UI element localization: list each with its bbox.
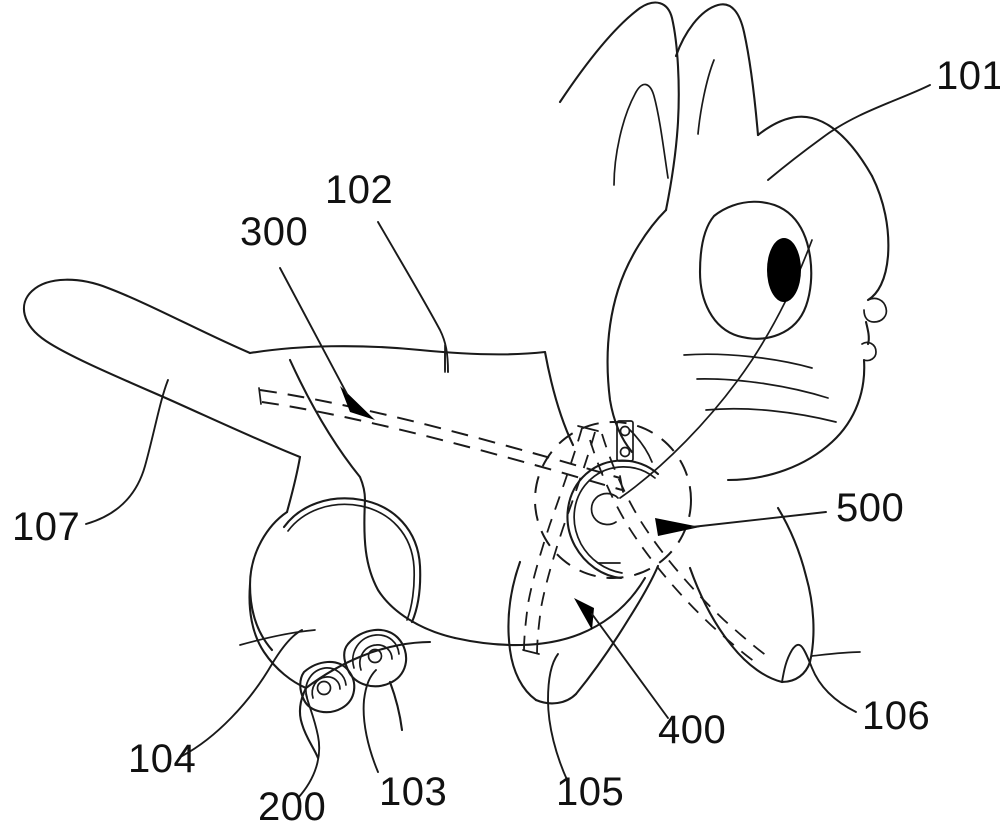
back-top-outline	[248, 345, 547, 356]
tail-outline	[23, 278, 302, 459]
eye-outline	[698, 200, 813, 340]
roller-2-outline	[343, 628, 408, 688]
neck-front-outline	[543, 350, 575, 447]
arrowhead-500	[655, 518, 700, 536]
mouth-bump	[861, 341, 877, 362]
arrowheads-group	[340, 386, 700, 630]
whisker-1	[683, 353, 813, 369]
harness-ring-arc-inner	[573, 466, 656, 574]
left-ear-outline	[558, 1, 680, 212]
back-strap-cap-left	[258, 387, 262, 405]
nose-bump	[863, 297, 888, 323]
arrowhead-300	[340, 386, 375, 420]
roller-1-spiral-2	[311, 676, 341, 699]
front-leg-rear-right-outline	[574, 564, 660, 696]
leader-400	[591, 613, 669, 719]
jaw-outline	[726, 358, 866, 482]
harness-ring-dashed	[534, 421, 692, 579]
ref-label-104: 104	[128, 737, 196, 781]
roller-1-hub	[316, 680, 332, 696]
back-strap-upper-line	[259, 389, 621, 479]
left-ear-inner	[613, 83, 669, 186]
buckle-group	[616, 420, 653, 463]
leg-strap-left-a	[523, 427, 583, 651]
hind-leg-group	[239, 497, 422, 760]
harness-ring-detail	[590, 492, 619, 526]
leader-106	[781, 643, 857, 713]
leader-lines-group	[85, 84, 931, 799]
belly-outline	[285, 455, 302, 514]
buckle-eyelet-top	[619, 425, 631, 437]
ref-label-400: 400	[658, 708, 726, 752]
ref-label-105: 105	[556, 770, 624, 814]
leader-200	[297, 693, 321, 799]
leg-strap-cap-top	[577, 425, 599, 432]
leg-strap-group	[522, 425, 771, 665]
hind-leg-left-outline	[248, 583, 308, 690]
front-leg-fore-left-outline	[688, 566, 784, 684]
ref-label-103: 103	[379, 770, 447, 814]
whisker-3	[705, 407, 837, 423]
front-leg-fore-right-outline	[776, 506, 815, 664]
leg-strap-left-b	[536, 431, 596, 655]
leader-105	[547, 653, 569, 783]
buckle-tongue	[629, 429, 653, 463]
roller-1-spiral	[305, 667, 347, 698]
leader-101	[767, 84, 931, 181]
right-ear-outline	[674, 3, 760, 137]
head-top-outline	[756, 115, 874, 178]
tail-group	[23, 278, 302, 459]
front-leg-rear-left-outline	[507, 560, 538, 702]
reference-labels-group: 101 102 300 107 500 104 200 103 105 400 …	[12, 54, 1000, 829]
ref-label-107: 107	[12, 505, 80, 549]
leader-300	[279, 267, 348, 395]
front-legs-group	[507, 506, 861, 705]
body-group	[248, 344, 647, 652]
leg-strap-line-a	[601, 433, 771, 659]
head-right-outline	[866, 174, 890, 302]
front-leg-fore-foot-outline	[780, 660, 812, 684]
hip-contour	[288, 358, 367, 502]
back-strap-group	[258, 387, 624, 493]
haunch-arc-inner	[287, 503, 416, 621]
roller-2-spiral	[352, 634, 400, 669]
whisker-2	[696, 378, 829, 399]
hind-leg-crease	[239, 629, 316, 646]
leader-103	[362, 669, 379, 773]
leader-500	[691, 511, 827, 528]
right-ear-inner	[697, 59, 715, 135]
chest-outline	[453, 576, 647, 647]
leg-strap-cap-bottom	[522, 649, 540, 655]
buckle-eyelet-bottom	[619, 446, 631, 458]
front-leg-rear-foot-outline	[534, 692, 578, 705]
roller-group	[299, 628, 432, 732]
foreleg-crease	[811, 651, 861, 657]
haunch-arc-outer	[282, 497, 422, 624]
haunch-left-outline	[248, 510, 289, 652]
ref-label-101: 101	[936, 54, 1000, 98]
ref-label-102: 102	[325, 168, 393, 212]
roller-2-spiral-2	[359, 644, 393, 671]
ref-label-500: 500	[836, 486, 904, 530]
back-strap-lower-line	[261, 401, 623, 491]
muzzle-outline	[864, 320, 870, 346]
ref-label-200: 200	[258, 785, 326, 829]
ankle-outline	[388, 680, 404, 732]
leader-102	[377, 221, 449, 373]
face-left-outline	[606, 208, 668, 454]
head-group	[558, 1, 890, 499]
ref-label-106: 106	[862, 694, 930, 738]
eye-pupil	[767, 238, 801, 302]
roller-2-hub	[367, 648, 383, 664]
torso-underside-outline	[363, 498, 457, 640]
hind-leg-foot-outline	[298, 686, 320, 760]
leader-104	[181, 629, 303, 757]
leader-107	[85, 379, 169, 525]
roller-1-outline	[299, 660, 356, 714]
ref-label-300: 300	[240, 210, 308, 254]
leg-strap-line-b	[589, 439, 759, 665]
buckle-body	[616, 420, 634, 462]
arrowhead-400	[574, 598, 594, 630]
